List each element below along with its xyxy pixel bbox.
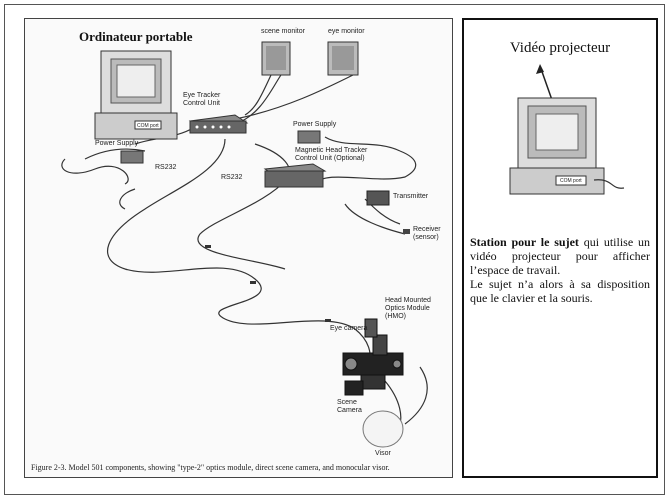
- subject-monitor: [517, 97, 597, 169]
- subject-station-drawing: [509, 64, 625, 195]
- label-eye-monitor: eye monitor: [328, 28, 365, 35]
- label-visor: Visor: [375, 450, 391, 457]
- label-transmitter: Transmitter: [393, 193, 429, 200]
- label-receiver-1: Receiver: [413, 226, 441, 233]
- label-rs232-b: RS232: [221, 174, 243, 181]
- label-hmo-1: Head Mounted: [385, 297, 431, 304]
- label-mhtcu-1: Magnetic Head Tracker: [295, 147, 368, 154]
- figure-caption: Figure 2-3. Model 501 components, showin…: [31, 463, 390, 472]
- cable-eye-monitor: [234, 73, 356, 120]
- station-description: Station pour le sujet qui utilise un vid…: [470, 235, 650, 305]
- label-rs232-a: RS232: [155, 164, 177, 171]
- label-power-supply-left: Power Supply: [95, 140, 139, 147]
- subject-base-unit: [509, 167, 605, 195]
- label-scene-camera-2: Camera: [337, 407, 362, 414]
- label-hmo-2: Optics Module: [385, 305, 430, 312]
- label-control-unit-2: Control Unit: [183, 100, 220, 107]
- magnetic-head-tracker-unit: [263, 163, 327, 188]
- eye-tracker-diagram: Ordinateur portable scene monitor eye mo…: [24, 18, 453, 478]
- scene-camera: [344, 380, 364, 396]
- description-bold: Station pour le sujet: [470, 235, 579, 249]
- power-supply-left: [120, 150, 144, 164]
- arrow-head-icon: [536, 64, 544, 74]
- head-mounted-optics-module: [342, 318, 404, 390]
- description-rest: qui utilise un vidéo projecteur pour aff…: [470, 235, 650, 277]
- label-subject-com-port: COM port: [560, 178, 582, 184]
- label-receiver-2: (sensor): [413, 234, 439, 241]
- projector-title: Vidéo projecteur: [509, 40, 611, 56]
- label-hmo-3: (HMO): [385, 313, 406, 320]
- laptop-computer: [94, 50, 178, 140]
- label-scene-monitor: scene monitor: [261, 28, 305, 35]
- transmitter: [366, 190, 390, 206]
- description-second: Le sujet n’a alors à sa disposition que …: [470, 277, 650, 305]
- label-eye-camera: Eye camera: [330, 325, 368, 332]
- label-mhtcu-2: Control Unit (Optional): [295, 155, 365, 162]
- receiver-sensor: [403, 229, 410, 234]
- diagram-title: Ordinateur portable: [79, 29, 193, 44]
- label-control-unit-1: Eye Tracker: [183, 92, 221, 99]
- video-projector-panel: Vidéo projecteur COM port Station pour l…: [462, 18, 658, 478]
- visor: [362, 410, 404, 448]
- power-supply-right: [297, 130, 321, 144]
- label-scene-camera-1: Scene: [337, 399, 357, 406]
- label-com-port: COM port: [137, 123, 159, 129]
- diagram-drawing: [61, 41, 428, 448]
- label-power-supply-right: Power Supply: [293, 121, 337, 128]
- scene-monitor: [261, 41, 291, 76]
- eye-tracker-control-unit: [188, 114, 249, 134]
- eye-monitor: [327, 41, 359, 76]
